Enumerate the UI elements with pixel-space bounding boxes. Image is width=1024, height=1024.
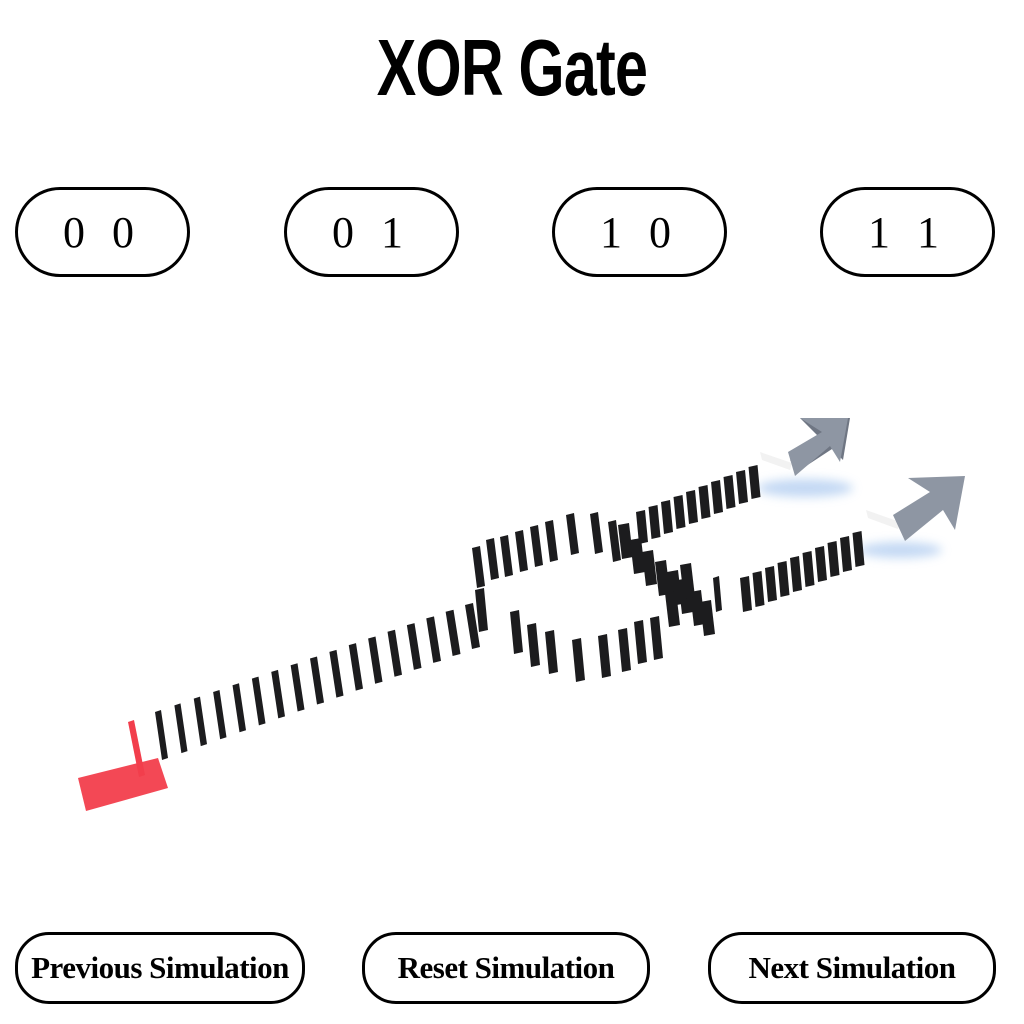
domino [723,475,736,509]
domino [251,676,266,726]
domino [406,623,422,670]
domino [648,505,661,539]
domino [368,636,383,684]
domino [608,520,621,562]
input-10-button[interactable]: 1 0 [552,187,727,277]
previous-simulation-button[interactable]: Previous Simulation [15,932,305,1004]
domino [475,588,488,632]
domino [572,638,585,682]
domino [690,590,705,626]
domino [193,696,207,747]
page-title: XOR Gate [376,23,648,112]
domino [545,520,558,562]
domino [790,556,802,592]
domino [232,683,246,733]
domino [700,600,715,636]
domino [465,603,480,649]
domino [740,576,752,612]
domino [530,525,543,567]
domino [827,541,840,577]
domino [618,628,631,672]
domino [655,560,670,596]
domino [673,495,686,529]
domino [636,510,648,544]
domino [698,485,711,519]
output-glows [757,479,942,558]
domino [472,546,485,588]
domino [711,480,723,514]
domino-simulation-view[interactable] [0,300,1024,900]
domino [527,623,540,667]
input-11-button[interactable]: 1 1 [820,187,995,277]
domino [598,634,611,678]
domino [213,689,227,740]
reset-simulation-button[interactable]: Reset Simulation [362,932,650,1004]
domino [329,649,344,698]
domino [290,663,305,712]
domino [713,576,722,612]
domino [155,710,168,760]
domino [686,490,698,524]
domino [680,563,695,599]
next-simulation-button[interactable]: Next Simulation [708,932,996,1004]
domino [590,512,603,554]
domino [852,531,865,567]
domino [510,610,523,654]
domino [566,513,579,555]
domino [815,546,827,582]
domino [618,523,633,559]
domino [736,470,748,504]
domino [748,465,761,499]
domino [545,630,558,674]
domino [486,538,499,580]
domino [271,669,285,719]
domino [634,620,647,664]
domino [174,703,188,754]
pusher-block [78,720,168,811]
input-01-button[interactable]: 0 1 [284,187,459,277]
domino-chain [155,465,865,760]
domino [348,643,363,691]
domino [752,571,765,607]
domino [777,561,790,597]
domino [765,566,777,602]
output-arrow-top [760,418,850,476]
output-arrow-bottom [866,476,965,541]
domino [802,551,815,587]
domino [661,500,673,534]
domino [665,591,680,627]
domino [840,536,852,572]
domino [642,550,657,586]
domino [515,530,528,572]
input-00-button[interactable]: 0 0 [15,187,190,277]
domino [630,538,645,574]
domino [310,656,324,705]
domino [650,616,663,660]
domino [426,616,441,663]
domino [387,629,402,677]
domino [500,535,513,577]
domino [445,609,461,656]
